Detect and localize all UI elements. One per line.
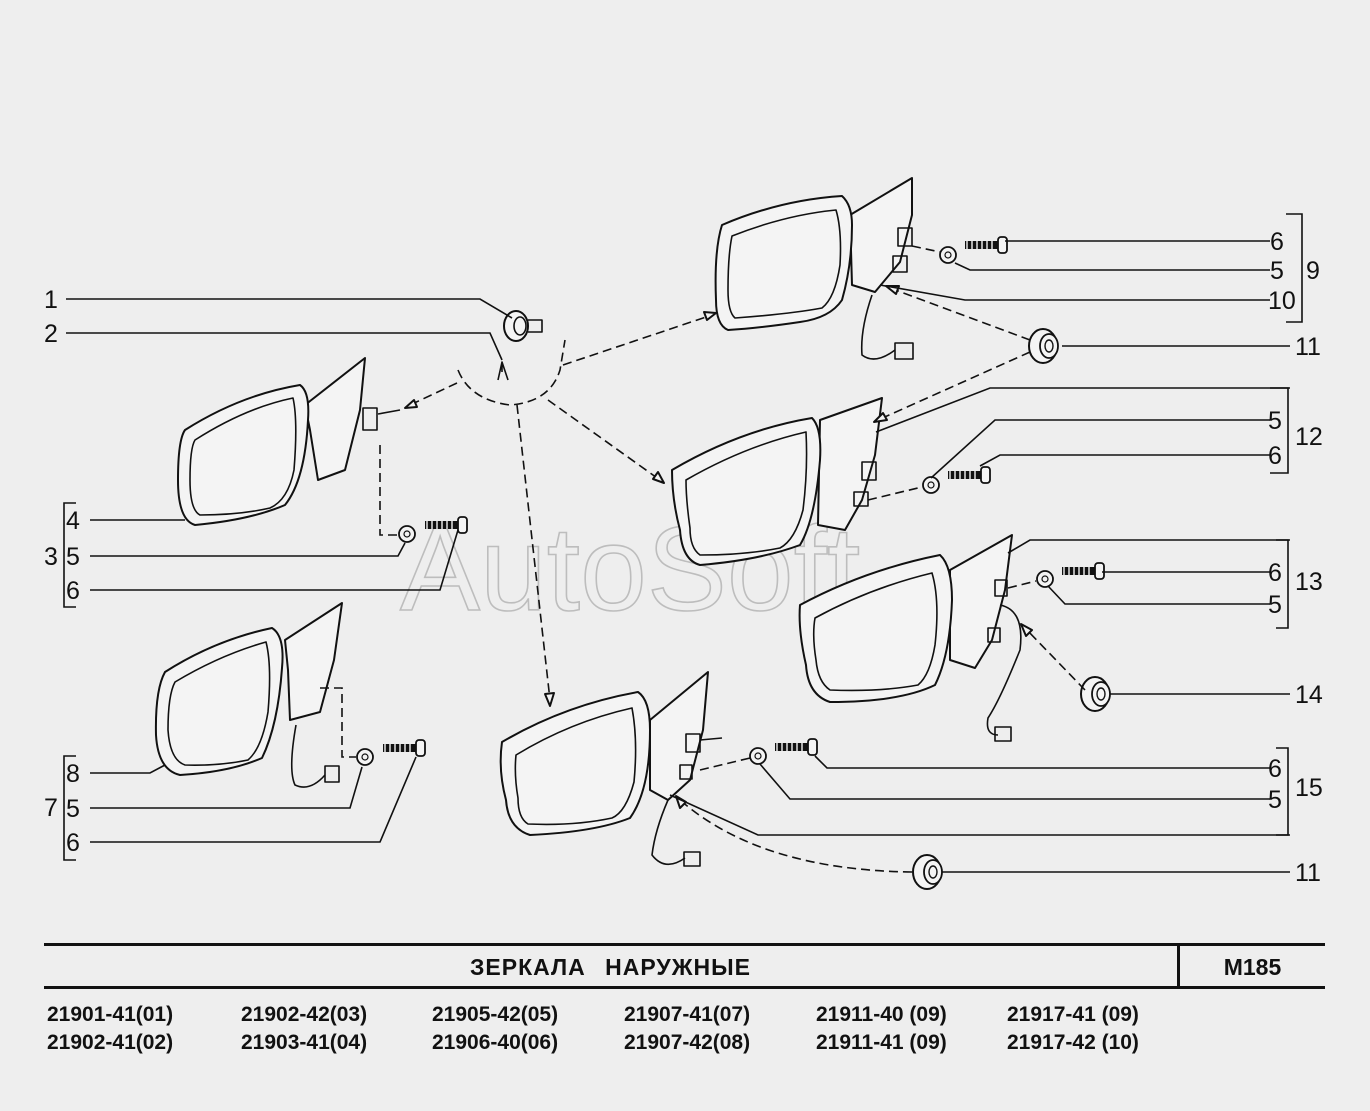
model-code: 21907-41(07) [624, 1003, 751, 1026]
model-column: 21917-41 (09) 21917-42 (10) [1007, 1001, 1139, 1057]
callout-6: 6 [1270, 228, 1284, 256]
mirror-c [714, 177, 914, 360]
callout-7: 7 [44, 794, 58, 822]
mirror-e [798, 534, 1022, 742]
callout-2: 2 [44, 320, 58, 348]
callout-6: 6 [1268, 755, 1282, 783]
parts-diagram: AutoSoft [44, 177, 1323, 890]
callout-5: 5 [66, 543, 80, 571]
callout-labels: 1 2 3 4 5 6 7 8 5 6 6 5 9 10 11 5 12 6 6… [44, 228, 1323, 887]
title-block: ЗЕРКАЛА НАРУЖНЫЕ M185 [44, 943, 1325, 989]
group-brackets [63, 213, 1303, 861]
model-column: 21902-42(03) 21903-41(04) [241, 1001, 367, 1057]
model-code: 21905-42(05) [432, 1003, 559, 1026]
model-column: 21905-42(05) 21906-40(06) [432, 1001, 558, 1057]
model-code: 21917-41 (09) [1007, 1003, 1139, 1026]
spring-clip-part [497, 361, 509, 381]
model-code: 21903-41(04) [241, 1031, 368, 1054]
callout-12: 12 [1295, 423, 1323, 451]
callout-5: 5 [1268, 786, 1282, 814]
title-divider [1177, 946, 1180, 986]
callout-11: 11 [1295, 859, 1321, 887]
mirror-f [499, 671, 723, 867]
callout-14: 14 [1295, 681, 1323, 709]
model-code: 21906-40(06) [432, 1031, 559, 1054]
model-column: 21907-41(07) 21907-42(08) [624, 1001, 750, 1057]
callout-10: 10 [1268, 287, 1296, 315]
callout-3: 3 [44, 543, 58, 571]
callout-9: 9 [1306, 257, 1320, 285]
model-code: 21907-42(08) [624, 1031, 751, 1054]
callout-15: 15 [1295, 774, 1323, 802]
callout-6: 6 [66, 829, 80, 857]
callout-5: 5 [66, 795, 80, 823]
assembly-arrows [320, 245, 1086, 873]
model-code: 21902-41(02) [47, 1031, 174, 1054]
mirror-b [154, 602, 343, 788]
clip-part [503, 310, 543, 342]
callout-4: 4 [66, 507, 80, 535]
model-code: 21901-41(01) [47, 1003, 174, 1026]
model-code: 21911-41 (09) [816, 1031, 947, 1054]
callout-5: 5 [1268, 407, 1282, 435]
page-title: ЗЕРКАЛА НАРУЖНЫЕ [470, 954, 751, 980]
leader-lines [66, 240, 1290, 873]
model-code: 21902-42(03) [241, 1003, 368, 1026]
callout-5: 5 [1268, 591, 1282, 619]
model-column: 21901-41(01) 21902-41(02) [47, 1001, 173, 1057]
model-column: 21911-40 (09) 21911-41 (09) [816, 1001, 947, 1057]
model-code: 21917-42 (10) [1007, 1031, 1139, 1054]
page-code: M185 [1223, 954, 1282, 980]
mirror-a [177, 357, 401, 526]
callout-1: 1 [44, 286, 58, 314]
callout-8: 8 [66, 760, 80, 788]
mirror-d [671, 397, 883, 566]
callout-5: 5 [1270, 257, 1284, 285]
callout-13: 13 [1295, 568, 1323, 596]
callout-6: 6 [66, 577, 80, 605]
model-code: 21911-40 (09) [816, 1003, 947, 1026]
callout-6: 6 [1268, 442, 1282, 470]
callout-6: 6 [1268, 559, 1282, 587]
callout-11: 11 [1295, 333, 1321, 361]
